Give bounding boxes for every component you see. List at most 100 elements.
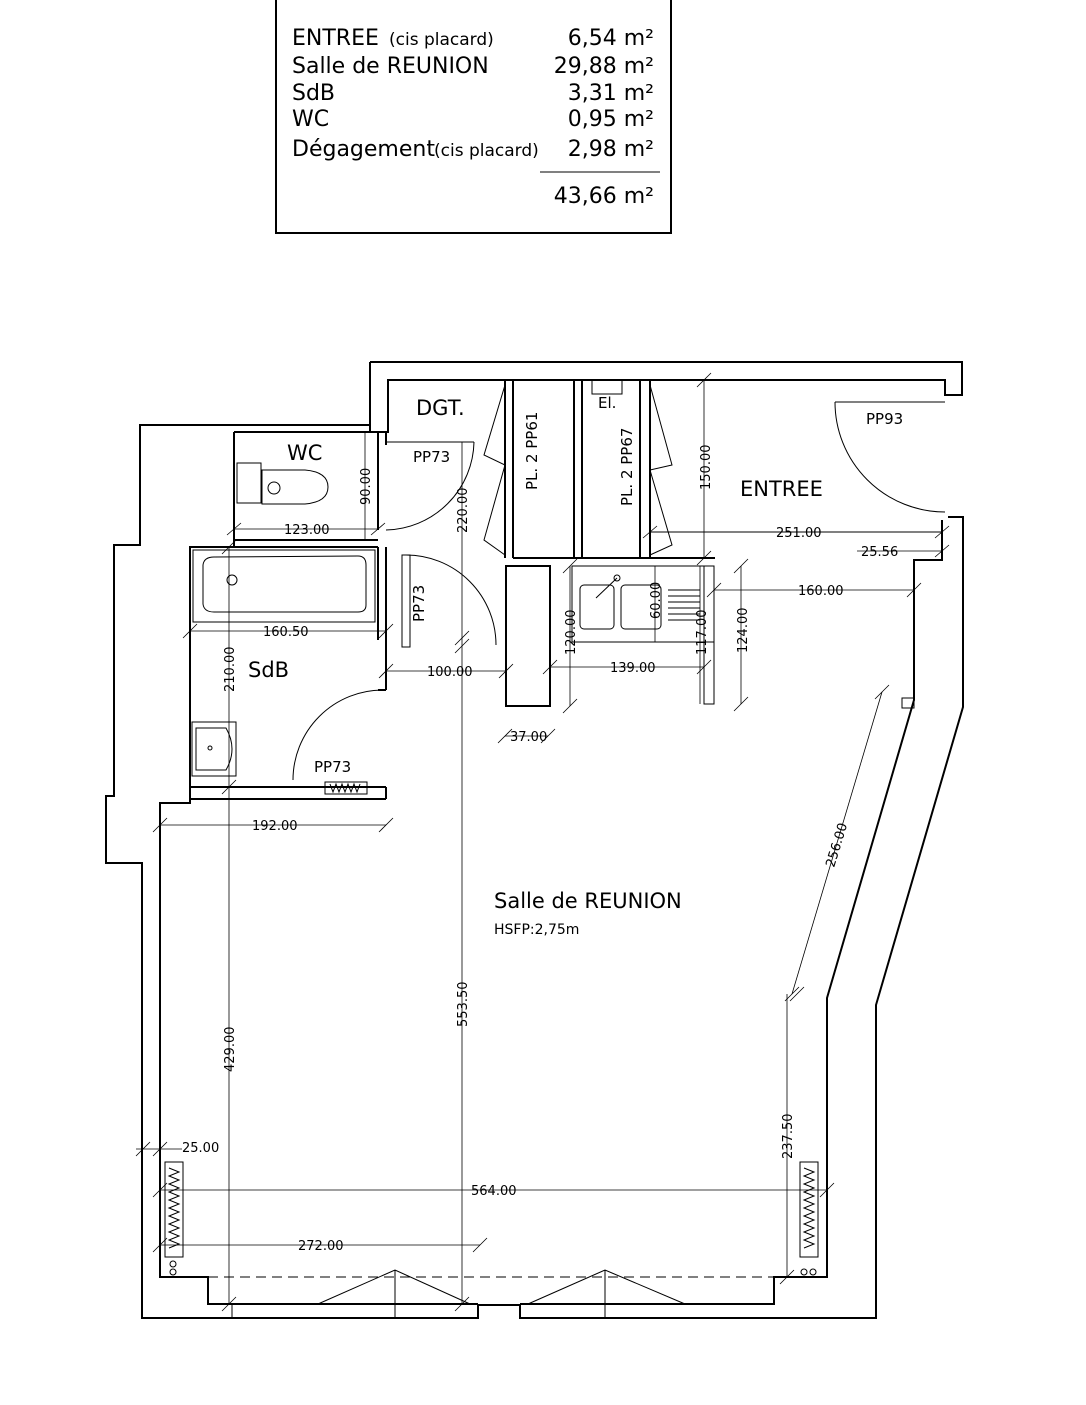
radiator-valve [809, 1268, 817, 1276]
tick [378, 817, 394, 833]
row-entree-area: 6,54 m² [568, 26, 654, 51]
closet-door-pp61 [483, 384, 506, 556]
row-wc-name: WC [292, 107, 329, 132]
tick [454, 638, 470, 654]
tick [819, 1182, 835, 1198]
tick [454, 630, 470, 646]
tick [562, 698, 578, 714]
tick [454, 1296, 470, 1312]
dim-553-50: 553.50 [456, 982, 471, 1028]
radiator-valve [169, 1260, 177, 1268]
tick [135, 1141, 151, 1157]
room-label-dgt: DGT. [416, 396, 465, 420]
row-salle-area: 29,88 m² [554, 54, 654, 79]
dim-210: 210.00 [223, 647, 238, 693]
tick [221, 539, 237, 555]
tick [152, 1237, 168, 1253]
door-label-pp73-dgt: PP73 [413, 448, 450, 466]
right-outer-wall [519, 516, 964, 1319]
door-label-pp73-sdb-vertical: PP73 [410, 585, 428, 622]
tick [934, 525, 950, 539]
closet-label-pp67: PL. 2 PP67 [618, 428, 636, 506]
row-wc-area: 0,95 m² [568, 107, 654, 132]
window-right [527, 1269, 686, 1305]
towel-radiator [324, 781, 368, 795]
bathtub-basin [202, 555, 367, 613]
sdb-vertical-door-leaf [401, 554, 411, 648]
sink-right [620, 584, 662, 630]
tick [498, 663, 514, 679]
tick [378, 623, 394, 639]
tick [542, 659, 558, 675]
entree-door-swing [834, 401, 946, 513]
electric-panel [591, 379, 623, 395]
door-labels: PP73 PP73 PP73 PP93 [314, 410, 903, 776]
tick [696, 659, 712, 675]
tap [595, 577, 618, 599]
dim-117: 117.00 [695, 610, 710, 656]
tick [906, 582, 922, 598]
dim-line-256 [791, 691, 883, 995]
dimension-lines [135, 372, 950, 1312]
left-inner-wall [159, 432, 478, 1305]
drainer [668, 589, 700, 621]
row-entree-name: ENTREE [292, 26, 379, 51]
kitchen-counter [571, 565, 715, 643]
row-degagement-note: (cis placard) [434, 141, 539, 161]
tick [152, 1182, 168, 1198]
dim-123: 123.00 [284, 523, 330, 538]
total-area: 43,66 m² [554, 184, 654, 209]
dim-25: 25.00 [182, 1141, 219, 1156]
counter-return [703, 565, 715, 705]
fixtures [164, 462, 819, 1276]
counter-block [505, 565, 551, 707]
dim-25-56: 25.56 [861, 545, 898, 560]
washbasin [191, 721, 237, 777]
dim-272: 272.00 [298, 1239, 344, 1254]
tick [472, 1237, 488, 1253]
tick [779, 1269, 795, 1285]
dim-192: 192.00 [252, 819, 298, 834]
sdb-vertical-door-swing [405, 554, 497, 646]
row-salle-name: Salle de REUNION [292, 54, 489, 79]
dim-150: 150.00 [699, 445, 714, 491]
tick [152, 1141, 168, 1157]
dimension-labels: 123.00 90.00 220.00 150.00 251.00 25.56 … [182, 445, 898, 1255]
dim-160-50: 160.50 [263, 625, 309, 640]
closet-label-pp61: PL. 2 PP61 [523, 412, 541, 490]
room-label-sdb: SdB [248, 658, 289, 682]
window-left [317, 1269, 471, 1305]
tick [696, 550, 712, 566]
meter-box [901, 697, 915, 709]
door-label-pp93: PP93 [866, 410, 903, 428]
row-degagement-name: Dégagement [292, 137, 435, 162]
dim-160: 160.00 [798, 584, 844, 599]
tick [221, 779, 237, 795]
tick [706, 582, 722, 598]
tick [934, 544, 950, 558]
dim-60: 60.00 [649, 582, 664, 619]
electric-panel-label: El. [598, 394, 616, 412]
surface-table: ENTREE (cis placard) 6,54 m² Salle de RE… [275, 0, 672, 234]
ceiling-height: HSFP:2,75m [494, 922, 579, 938]
surface-table-frame [275, 0, 672, 234]
tick [182, 623, 198, 639]
bathtub [192, 549, 376, 623]
closet-door-pp67 [649, 384, 673, 556]
room-label-wc: WC [287, 441, 322, 465]
tick [221, 1296, 237, 1312]
toilet-bowl [261, 469, 329, 505]
washbasin-drain [207, 745, 213, 751]
row-sdb-area: 3,31 m² [568, 81, 654, 106]
room-label-entree: ENTREE [740, 477, 823, 501]
tick [789, 986, 805, 1002]
tick [733, 696, 749, 712]
dim-120: 120.00 [564, 610, 579, 656]
tick [784, 986, 800, 1002]
tick [378, 663, 394, 679]
tap-head [613, 574, 621, 582]
radiator-valve [800, 1268, 808, 1276]
tick [562, 558, 578, 574]
dim-139: 139.00 [610, 661, 656, 676]
